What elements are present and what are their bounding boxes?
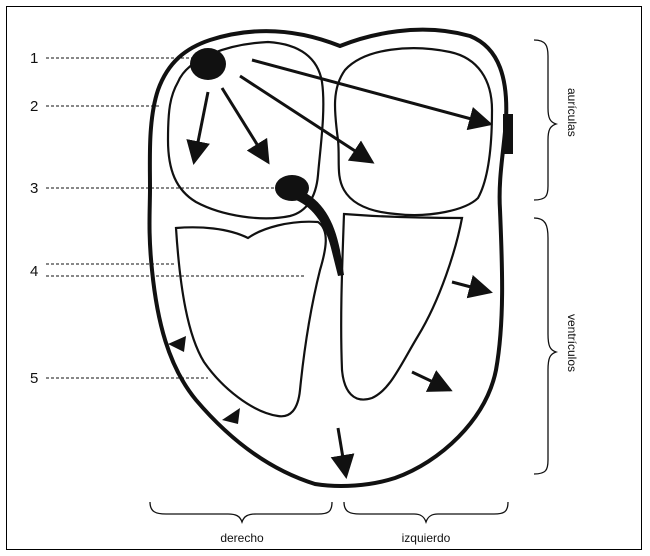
his-bundle [296, 190, 344, 276]
label-ventricles: ventrículos [565, 314, 579, 372]
atrioventricular-node [275, 175, 309, 201]
wall-marker-lower [222, 408, 240, 424]
label-right-side: derecho [220, 531, 264, 545]
wall-tab [503, 114, 513, 154]
label-1: 1 [30, 50, 38, 67]
sinoatrial-node [190, 48, 226, 80]
left-atrium [335, 48, 492, 215]
left-ventricle [341, 214, 462, 400]
label-atria: aurículas [565, 88, 579, 137]
label-5: 5 [30, 370, 38, 387]
right-ventricle [176, 222, 326, 417]
brace-atria [534, 40, 556, 200]
label-4: 4 [30, 263, 38, 280]
brace-ventricles [534, 218, 556, 474]
label-left-side: izquierdo [402, 531, 451, 545]
wall-marker-upper [168, 336, 186, 352]
brace-left-side [344, 502, 508, 522]
label-2: 2 [30, 98, 38, 115]
brace-right-side [150, 502, 332, 522]
label-3: 3 [30, 180, 38, 197]
ventricular-impulse-arrows [338, 282, 490, 476]
